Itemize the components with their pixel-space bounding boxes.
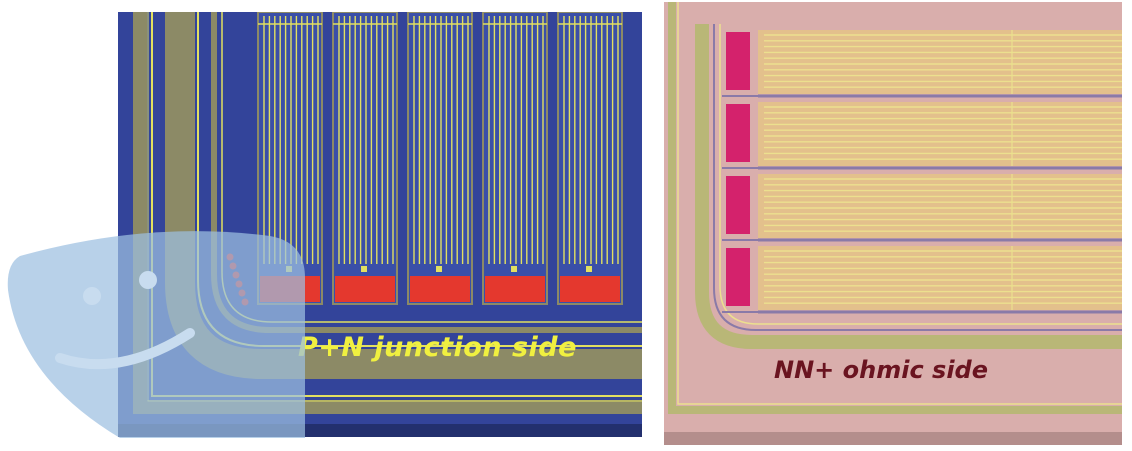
strip-pad [726, 32, 750, 90]
strip-pad [335, 276, 395, 302]
strip-group [407, 12, 473, 305]
strip-group [332, 12, 398, 305]
strip-group [722, 102, 1122, 170]
strip-pad [726, 248, 750, 306]
nn-ohmic-layout-image [664, 2, 1122, 445]
strip-pad [260, 276, 320, 302]
nn-ohmic-caption: NN+ ohmic side [774, 356, 988, 384]
pn-junction-caption: P+N junction side [298, 332, 577, 363]
strip-group [482, 12, 548, 305]
strip-pad [726, 176, 750, 234]
pn-junction-layout-image [118, 12, 642, 437]
strip-group [722, 246, 1122, 314]
pn-junction-panel: P+N junction side [118, 12, 642, 437]
strip-group [557, 12, 623, 305]
strip-pad [410, 276, 470, 302]
strip-pad [726, 104, 750, 162]
nn-ohmic-panel: NN+ ohmic side [664, 2, 1122, 445]
strip-group [722, 30, 1122, 98]
strip-group [722, 174, 1122, 242]
strip-pad [485, 276, 545, 302]
strip-pad [560, 276, 620, 302]
strip-group [257, 12, 323, 305]
